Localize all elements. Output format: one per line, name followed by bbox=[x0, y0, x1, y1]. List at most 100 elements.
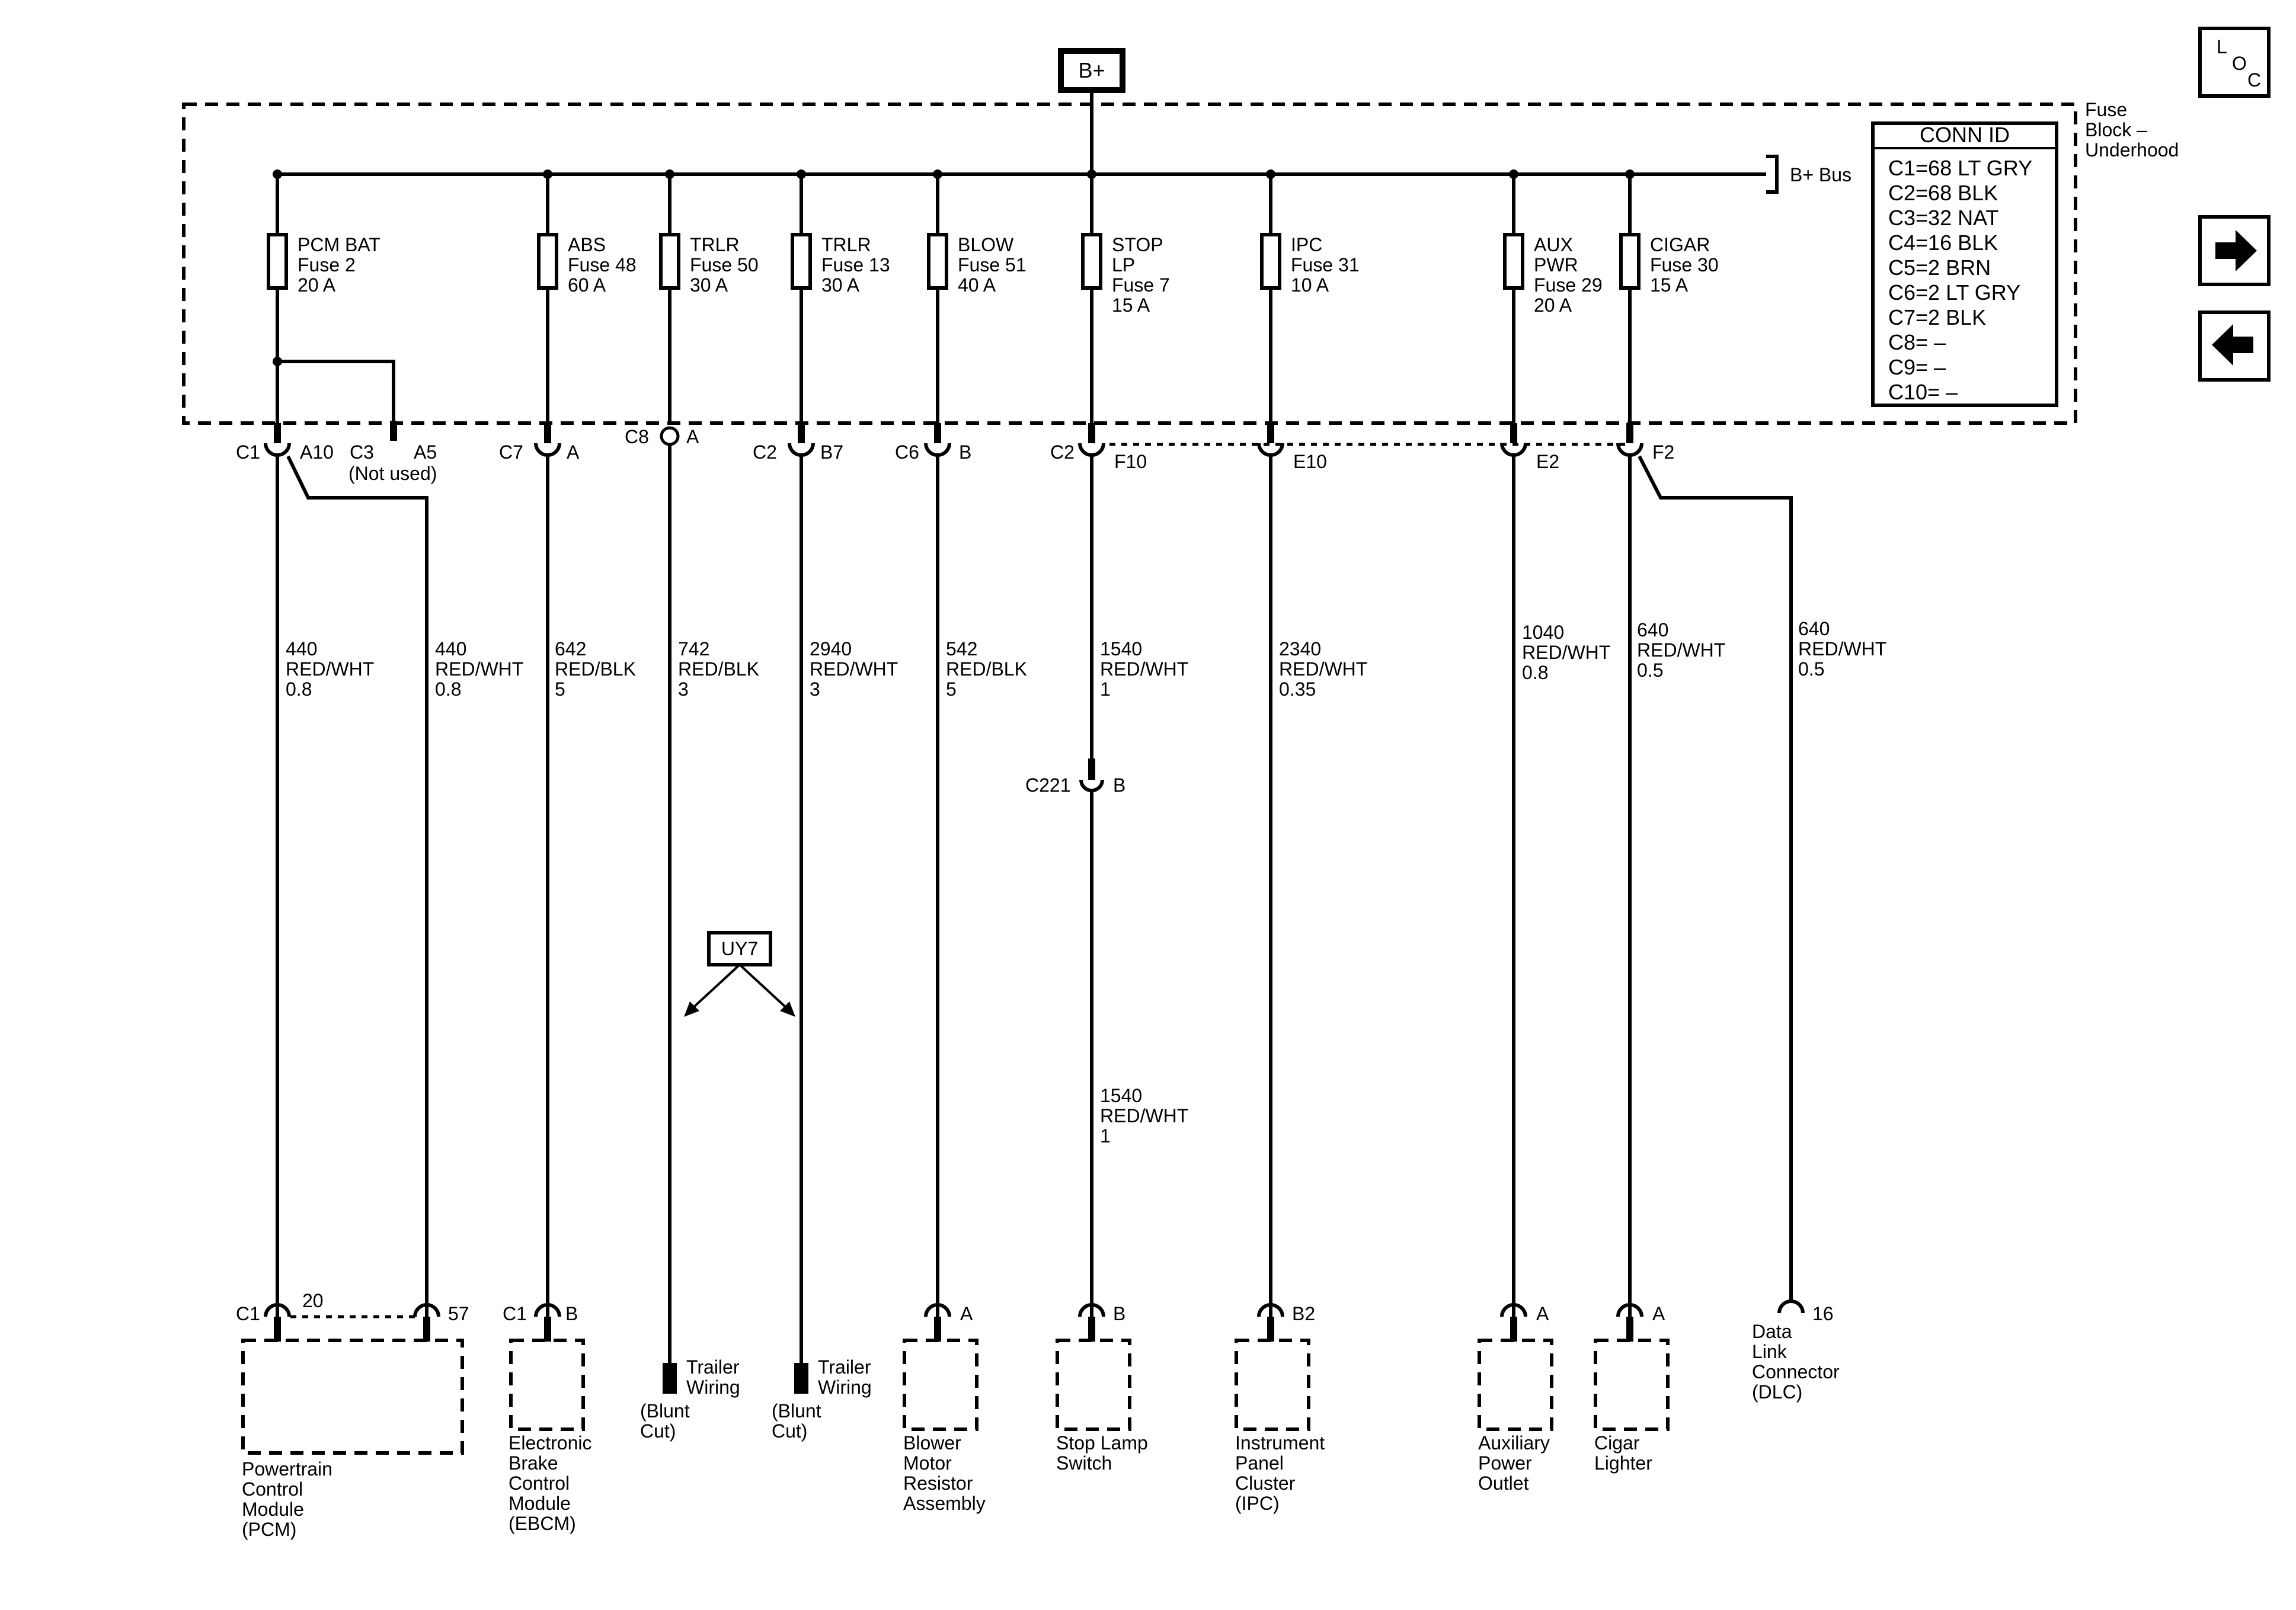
fuse-label-line: Fuse 31 bbox=[1291, 254, 1360, 276]
svg-text:1540: 1540 bbox=[1100, 1085, 1142, 1106]
fuse-label-line: Fuse 51 bbox=[958, 254, 1027, 276]
conn-id-row: C1=68 LT GRY bbox=[1888, 156, 2032, 180]
svg-text:5: 5 bbox=[555, 678, 565, 700]
fuse-label-line: Fuse 29 bbox=[1534, 274, 1603, 296]
connector-c8-cavity bbox=[660, 426, 680, 446]
svg-text:(Blunt: (Blunt bbox=[640, 1400, 690, 1422]
arrow-left-icon bbox=[2212, 324, 2253, 366]
svg-text:1: 1 bbox=[1100, 1125, 1111, 1147]
connector-cavity bbox=[534, 423, 561, 457]
bottom-pin-labels: C1 20 57 C1 B A B B2 A A 16 bbox=[236, 1290, 1834, 1324]
previous-page-button[interactable] bbox=[2198, 311, 2271, 382]
component-box bbox=[241, 1303, 464, 1455]
fuse-label-line: Fuse 48 bbox=[568, 254, 637, 276]
fuse-label-line: TRLR bbox=[821, 234, 871, 255]
fuse-label-line: 10 A bbox=[1291, 274, 1329, 296]
svg-text:Instrument: Instrument bbox=[1235, 1432, 1325, 1454]
svg-text:A10: A10 bbox=[300, 441, 334, 463]
component-box bbox=[903, 1303, 978, 1431]
svg-text:C1: C1 bbox=[503, 1303, 527, 1324]
trailer-wiring-blunt-cut-2: Trailer Wiring (Blunt Cut) bbox=[772, 1356, 872, 1442]
svg-text:Assembly: Assembly bbox=[903, 1493, 986, 1514]
fuse-label-line: Fuse 30 bbox=[1650, 254, 1719, 276]
fuse-label-line: 30 A bbox=[690, 274, 728, 296]
svg-text:Wiring: Wiring bbox=[686, 1377, 740, 1398]
svg-text:Link: Link bbox=[1752, 1341, 1787, 1362]
svg-text:RED/WHT: RED/WHT bbox=[1637, 639, 1725, 661]
svg-text:16: 16 bbox=[1812, 1303, 1834, 1324]
option-uy7: UY7 bbox=[684, 931, 795, 1017]
svg-text:0.5: 0.5 bbox=[1798, 658, 1824, 680]
fuse-label-line: CIGAR bbox=[1650, 234, 1710, 255]
conn-id-row: C3=32 NAT bbox=[1888, 206, 1998, 230]
svg-text:C221: C221 bbox=[1025, 774, 1071, 796]
svg-text:1: 1 bbox=[1100, 678, 1111, 700]
svg-text:1040: 1040 bbox=[1522, 622, 1564, 643]
svg-text:C2: C2 bbox=[753, 441, 777, 463]
svg-text:Brake: Brake bbox=[509, 1452, 558, 1474]
fuse-label-line: Fuse 50 bbox=[690, 254, 759, 276]
svg-text:B: B bbox=[959, 441, 971, 463]
svg-text:Cluster: Cluster bbox=[1235, 1473, 1296, 1494]
svg-text:Auxiliary: Auxiliary bbox=[1478, 1432, 1550, 1454]
svg-text:Control: Control bbox=[242, 1478, 303, 1500]
svg-text:E2: E2 bbox=[1536, 451, 1559, 472]
svg-text:642: 642 bbox=[555, 638, 586, 660]
connector-c3-cavity bbox=[390, 421, 397, 441]
battery-positive-source: B+ bbox=[1058, 48, 1125, 93]
svg-text:Resistor: Resistor bbox=[903, 1473, 973, 1494]
svg-text:1540: 1540 bbox=[1100, 638, 1142, 660]
svg-text:Blower: Blower bbox=[903, 1432, 961, 1454]
top-connector-labels: C1 A10 C3 A5 (Not used) C7 A C8 A C2 B7 … bbox=[236, 426, 1674, 484]
component-group bbox=[241, 1299, 1805, 1455]
svg-text:F2: F2 bbox=[1652, 441, 1674, 463]
conn-id-row: C5=2 BRN bbox=[1888, 255, 1991, 280]
fuse-label-line: 15 A bbox=[1650, 274, 1689, 296]
svg-text:Motor: Motor bbox=[903, 1452, 952, 1474]
svg-text:Fuse: Fuse bbox=[2085, 99, 2127, 120]
fuse-label-line: Fuse 7 bbox=[1112, 274, 1170, 296]
conn-id-row: C6=2 LT GRY bbox=[1888, 280, 2020, 305]
conn-id-row: C4=16 BLK bbox=[1888, 231, 1998, 255]
svg-text:RED/BLK: RED/BLK bbox=[678, 658, 759, 680]
svg-text:0.8: 0.8 bbox=[286, 678, 312, 700]
svg-text:F10: F10 bbox=[1114, 451, 1147, 472]
svg-text:0.8: 0.8 bbox=[1522, 662, 1548, 683]
svg-text:A: A bbox=[960, 1303, 973, 1324]
svg-text:(EBCM): (EBCM) bbox=[509, 1513, 576, 1534]
svg-text:B: B bbox=[1113, 774, 1125, 796]
next-page-button[interactable] bbox=[2198, 215, 2271, 286]
conn-id-row: C7=2 BLK bbox=[1888, 305, 1986, 329]
svg-text:RED/WHT: RED/WHT bbox=[810, 658, 898, 680]
fuse-label-line: AUX bbox=[1534, 234, 1573, 255]
svg-text:A: A bbox=[1536, 1303, 1549, 1324]
svg-text:(IPC): (IPC) bbox=[1235, 1493, 1280, 1514]
inline-connector-c221: C221 B bbox=[1025, 758, 1125, 796]
svg-text:(DLC): (DLC) bbox=[1752, 1381, 1802, 1403]
loc-button[interactable]: L O C bbox=[2198, 27, 2271, 98]
fuse-label-line: 15 A bbox=[1112, 295, 1150, 316]
fuse-label-line: PWR bbox=[1534, 254, 1578, 276]
svg-text:0.5: 0.5 bbox=[1637, 660, 1663, 681]
svg-text:B: B bbox=[1113, 1303, 1125, 1324]
conn-id-row: C9= – bbox=[1888, 355, 1946, 379]
svg-text:20: 20 bbox=[302, 1290, 324, 1311]
connector-cavity bbox=[264, 423, 291, 457]
connector-cavity bbox=[1257, 423, 1284, 457]
connector-cavity bbox=[1500, 423, 1527, 457]
component-box bbox=[1235, 1303, 1310, 1431]
fuse-label-line: IPC bbox=[1291, 234, 1322, 255]
svg-text:Cut): Cut) bbox=[640, 1420, 676, 1442]
fuse-label-line: TRLR bbox=[690, 234, 740, 255]
svg-text:(Blunt: (Blunt bbox=[772, 1400, 821, 1422]
svg-text:RED/WHT: RED/WHT bbox=[1522, 642, 1610, 663]
svg-text:0.35: 0.35 bbox=[1279, 678, 1316, 700]
